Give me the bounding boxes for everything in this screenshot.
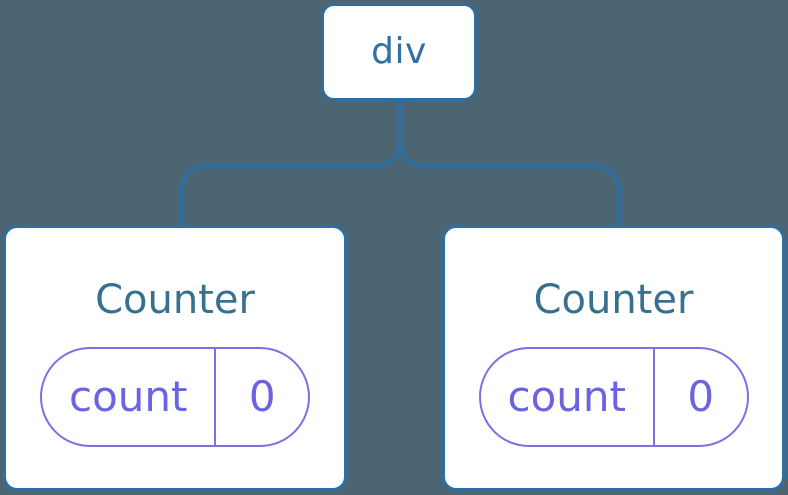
connector-left-branch xyxy=(178,100,403,226)
state-value-cell: 0 xyxy=(216,349,308,445)
state-pill: count 0 xyxy=(40,347,310,447)
state-key-label: count xyxy=(68,372,188,421)
component-name: Counter xyxy=(95,277,255,323)
component-card: Counter count 0 xyxy=(3,225,347,491)
state-value-cell: 0 xyxy=(655,349,747,445)
state-key-label: count xyxy=(507,372,626,421)
root-node: div xyxy=(321,3,477,101)
state-value: 0 xyxy=(687,372,715,421)
state-key-cell: count xyxy=(481,349,655,445)
state-pill: count 0 xyxy=(478,347,749,447)
root-node-label: div xyxy=(371,31,427,72)
component-name: Counter xyxy=(533,277,694,323)
connector-right-branch xyxy=(397,138,622,226)
state-value: 0 xyxy=(248,372,276,421)
state-key-cell: count xyxy=(42,349,217,445)
component-card: Counter count 0 xyxy=(442,225,785,491)
